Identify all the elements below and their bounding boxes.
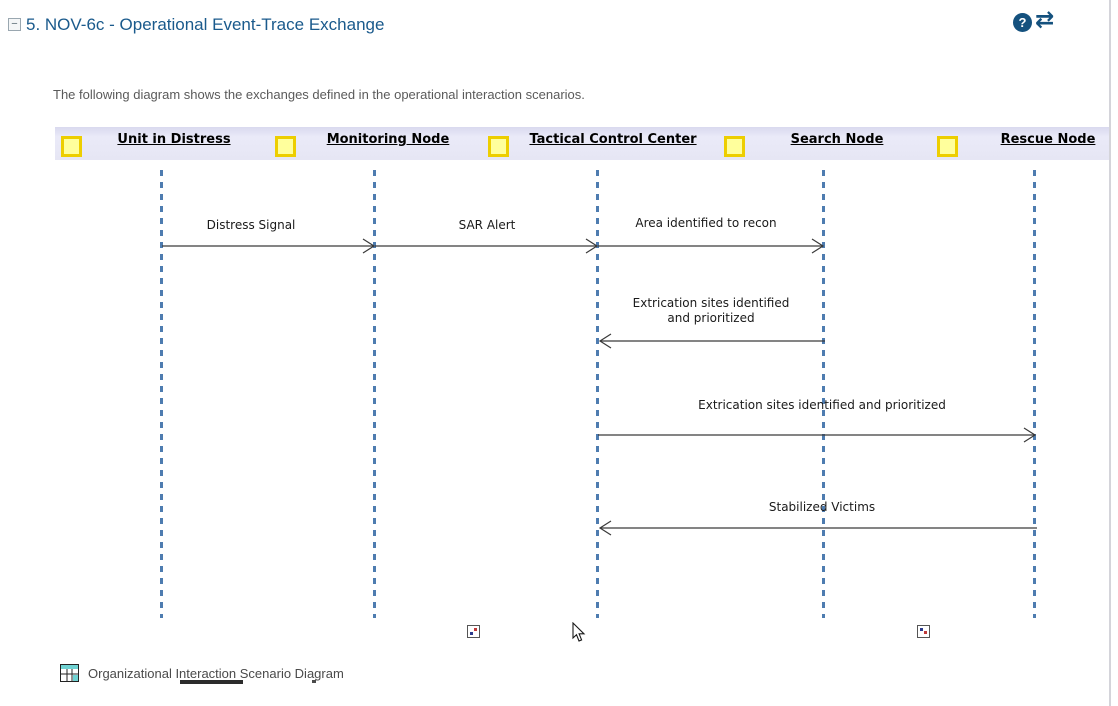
lifeline-label-rescue-node[interactable]: Rescue Node <box>1000 132 1096 147</box>
node-icon <box>937 136 958 157</box>
node-icon <box>61 136 82 157</box>
lifeline-monitoring-node <box>373 170 376 618</box>
panel-right-border <box>1109 0 1111 706</box>
message-label: Extrication sites identified and priorit… <box>632 296 790 325</box>
message-label: SAR Alert <box>458 218 516 232</box>
lifeline-header-band <box>55 127 1110 160</box>
message-arrow-sar-alert <box>375 238 599 254</box>
broken-image-icon <box>467 625 480 638</box>
message-arrow-extrication-sites-return <box>598 333 825 349</box>
diagram-caption-row: Organizational Interaction Scenario Diag… <box>60 663 344 683</box>
message-arrow-distress-signal <box>162 238 376 254</box>
lifeline-label-monitoring-node[interactable]: Monitoring Node <box>326 132 450 147</box>
lifeline-rescue-node <box>1033 170 1036 618</box>
render-artifact <box>180 680 243 684</box>
render-artifact <box>312 680 316 683</box>
diagram-description: The following diagram shows the exchange… <box>53 87 585 102</box>
diagram-caption: Organizational Interaction Scenario Diag… <box>88 665 344 681</box>
message-arrow-extrication-sites-forward <box>598 427 1037 443</box>
message-arrow-area-identified <box>598 238 825 254</box>
section-titlebar: − 5. NOV-6c - Operational Event-Trace Ex… <box>0 0 1105 44</box>
mouse-cursor-icon <box>572 622 586 642</box>
diagram-type-icon <box>60 664 79 682</box>
broken-image-icon <box>917 625 930 638</box>
node-icon <box>275 136 296 157</box>
message-arrow-stabilized-victims <box>598 520 1037 536</box>
collapse-section-icon[interactable]: − <box>8 18 21 31</box>
lifeline-label-tactical-control-center[interactable]: Tactical Control Center <box>529 132 697 147</box>
node-icon <box>488 136 509 157</box>
help-icon[interactable]: ? <box>1013 13 1032 32</box>
lifeline-label-unit-in-distress[interactable]: Unit in Distress <box>117 132 231 147</box>
lifeline-search-node <box>822 170 825 618</box>
message-label: Extrication sites identified and priorit… <box>698 398 946 412</box>
node-icon <box>724 136 745 157</box>
refresh-icon[interactable]: ⇄ <box>1035 7 1055 33</box>
message-label: Stabilized Victims <box>768 500 876 514</box>
lifeline-label-search-node[interactable]: Search Node <box>790 132 884 147</box>
page-title: 5. NOV-6c - Operational Event-Trace Exch… <box>26 15 385 34</box>
message-label: Distress Signal <box>206 218 296 232</box>
lifeline-unit-in-distress <box>160 170 163 618</box>
lifeline-tactical-control-center <box>596 170 599 618</box>
message-label: Area identified to recon <box>635 216 777 230</box>
